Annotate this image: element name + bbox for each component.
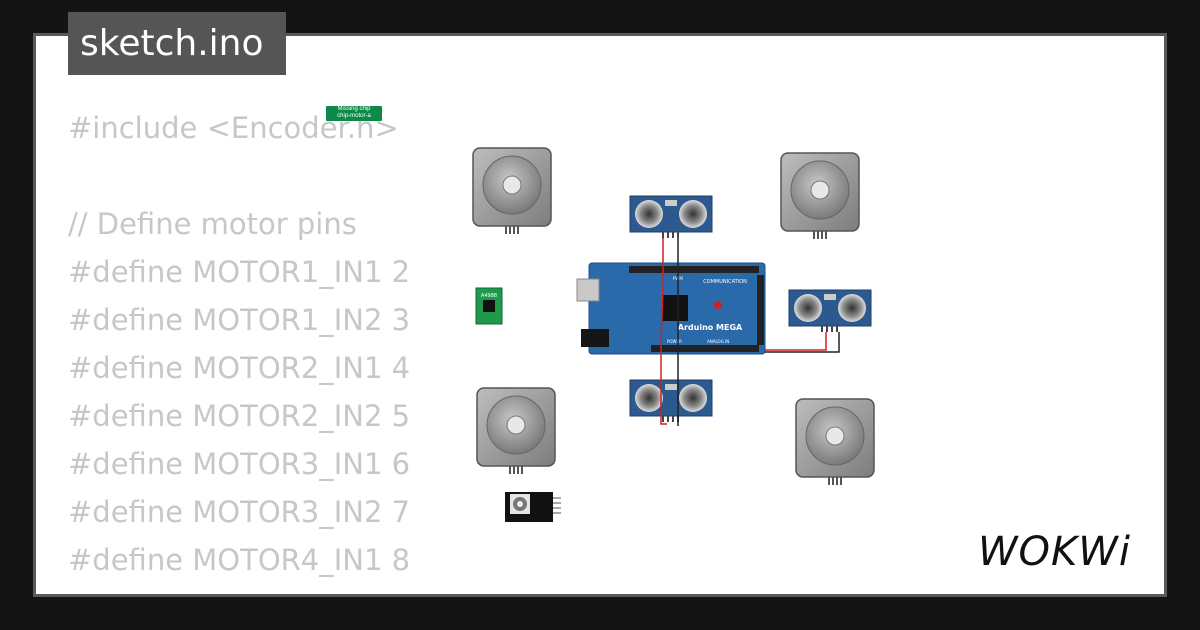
code-line: #define MOTOR3_IN2 7 bbox=[68, 495, 411, 529]
stepper-motor-1[interactable] bbox=[472, 147, 552, 234]
code-line: #define MOTOR1_IN1 2 bbox=[68, 255, 411, 289]
circuit-diagram: COMMUNICATION PWM Arduino MEGA POWER ANA… bbox=[472, 147, 875, 522]
sketch-title: sketch.ino bbox=[68, 12, 286, 75]
board-analog-label: ANALOG IN bbox=[707, 339, 729, 344]
stepper-motor-4[interactable] bbox=[795, 398, 875, 485]
arduino-mega-board[interactable]: COMMUNICATION PWM Arduino MEGA POWER ANA… bbox=[576, 262, 766, 355]
code-line: #define MOTOR2_IN2 5 bbox=[68, 399, 411, 433]
wokwi-logo: WOKWi bbox=[978, 529, 1131, 575]
code-line: #define MOTOR2_IN1 4 bbox=[68, 351, 411, 385]
rotary-encoder[interactable] bbox=[505, 492, 561, 522]
code-line: #define MOTOR4_IN2 9 bbox=[68, 584, 410, 594]
board-power-label: POWER bbox=[667, 339, 682, 344]
ultrasonic-sensor-right[interactable] bbox=[788, 289, 872, 332]
project-preview-card: #include <Encoder.h>// Define motor pins… bbox=[33, 33, 1167, 597]
board-comm-label: COMMUNICATION bbox=[703, 279, 747, 285]
missing-chip-label: Missing chip chip-motor-a bbox=[326, 106, 382, 121]
driver-label: A4988 bbox=[481, 293, 497, 299]
stepper-motor-2[interactable] bbox=[780, 152, 860, 239]
wires bbox=[660, 238, 840, 426]
code-line: #define MOTOR1_IN2 3 bbox=[68, 303, 411, 337]
code-line: #define MOTOR4_IN1 8 bbox=[68, 543, 411, 577]
ultrasonic-sensor-top[interactable] bbox=[629, 195, 713, 238]
stepper-motor-3[interactable] bbox=[476, 387, 556, 474]
board-label: Arduino MEGA bbox=[678, 323, 743, 332]
ultrasonic-sensor-bottom[interactable] bbox=[629, 379, 713, 422]
a4988-driver[interactable]: A4988 bbox=[475, 287, 503, 325]
code-line: // Define motor pins bbox=[68, 207, 357, 241]
code-line: #define MOTOR3_IN1 6 bbox=[68, 447, 411, 481]
